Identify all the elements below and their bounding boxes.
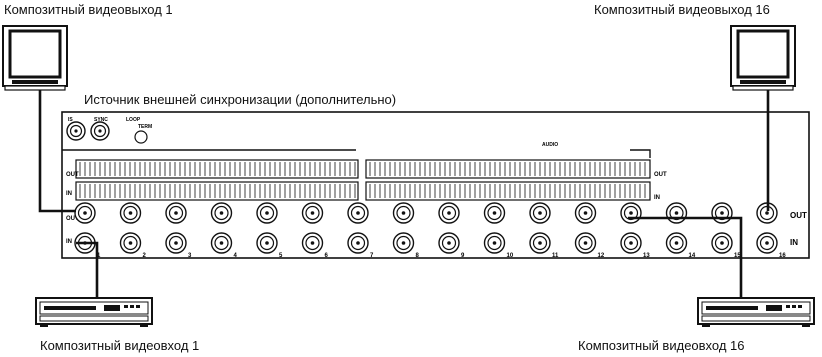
vcr-icon <box>697 297 815 327</box>
audio-text: AUDIO <box>542 142 558 148</box>
channel-number: 10 <box>507 253 514 259</box>
channel-number: 2 <box>143 253 147 259</box>
sync-is-text: IS <box>68 117 73 123</box>
vcr-icon <box>35 297 153 327</box>
sync-connector-block: IS SYNC LOOP TERM <box>66 117 152 144</box>
bnc-in-text: IN <box>66 239 72 245</box>
label-composite-in-16: Композитный видеовход 16 <box>578 338 745 353</box>
bnc-out-text: OUT <box>66 216 79 222</box>
row-out-text: OUT <box>66 172 79 178</box>
bnc-connectors <box>74 202 778 254</box>
monitor-icon <box>2 25 68 91</box>
sync-sync-text: SYNC <box>94 117 108 123</box>
channel-number: 15 <box>734 253 741 259</box>
sync-loop-text: LOOP <box>126 117 141 123</box>
monitor-icon <box>730 25 796 91</box>
right-out-text: OUT <box>790 211 807 220</box>
channel-number: 3 <box>188 253 192 259</box>
channel-number: 5 <box>279 253 283 259</box>
label-composite-in-1: Композитный видеовход 1 <box>40 338 200 353</box>
row-in-text: IN <box>66 191 72 197</box>
channel-number: 7 <box>370 253 374 259</box>
channel-number: 8 <box>416 253 420 259</box>
cables <box>38 90 770 298</box>
channel-number: 9 <box>461 253 465 259</box>
label-composite-out-1: Композитный видеовыход 1 <box>4 2 173 17</box>
row-in-right-text: IN <box>654 195 660 201</box>
terminal-blocks <box>75 159 651 201</box>
channel-number: 16 <box>779 253 786 259</box>
sync-term-text: TERM <box>138 124 152 130</box>
label-sync-source: Источник внешней синхронизации (дополнит… <box>84 92 397 107</box>
channel-number: 1 <box>97 253 101 259</box>
channel-number: 11 <box>552 253 559 259</box>
row-out-right-text: OUT <box>654 172 667 178</box>
channel-number: 13 <box>643 253 650 259</box>
channel-number: 14 <box>689 253 696 259</box>
channel-number: 4 <box>234 253 238 259</box>
right-in-text: IN <box>790 238 798 247</box>
channel-number: 6 <box>325 253 329 259</box>
label-composite-out-16: Композитный видеовыход 16 <box>594 2 770 17</box>
channel-number: 12 <box>598 253 605 259</box>
